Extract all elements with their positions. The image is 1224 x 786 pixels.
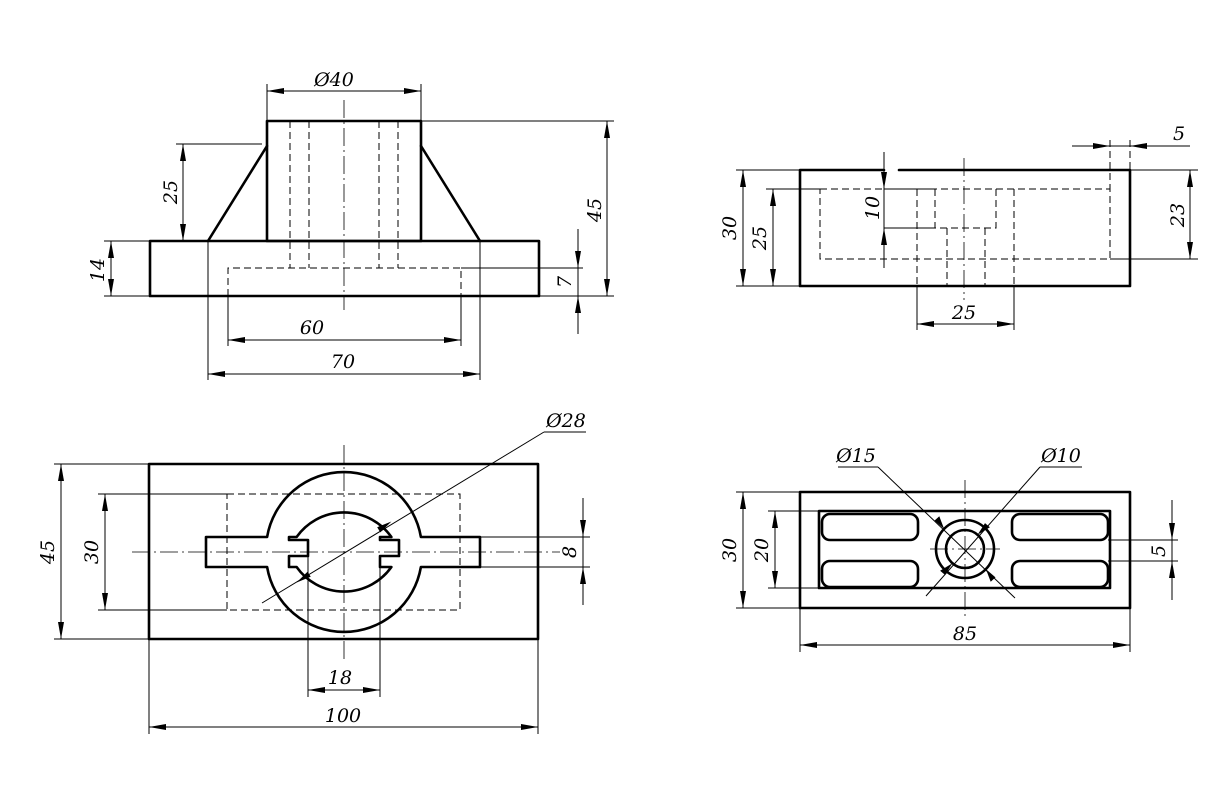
top-dim-h45: 45 [37, 463, 149, 640]
dim-label-side-h23: 23 [1167, 203, 1189, 228]
dim-label-front-h14: 14 [87, 258, 109, 282]
dim-label-bottom-d10: Ø10 [1040, 445, 1081, 467]
bottom-slot [820, 559, 920, 589]
front-dim-w70: 70 [207, 241, 481, 380]
top-dim-w100: 100 [148, 639, 539, 734]
front-dim-h25: 25 [160, 143, 262, 241]
dim-label-front-w70: 70 [331, 351, 355, 373]
bottom-inner-recess [817, 509, 1112, 590]
dim-label-front-h45: 45 [584, 198, 606, 223]
side-dim-h30: 30 [719, 169, 800, 287]
front-dim-h7: 7 [461, 229, 583, 334]
side-dim-w5: 5 [1072, 123, 1190, 149]
top-boss-outline [204, 470, 482, 634]
dim-label-top-h8: 8 [559, 546, 581, 558]
bottom-dim-h20: 20 [751, 510, 819, 589]
dim-label-front-h7: 7 [554, 275, 576, 288]
side-dim-h10: 10 [862, 152, 935, 268]
dim-label-front-d40: Ø40 [313, 69, 354, 91]
dim-label-top-w100: 100 [325, 705, 361, 727]
bottom-dim-d10: Ø10 [925, 445, 1082, 597]
top-base-outline [147, 462, 540, 641]
dim-label-top-w18: 18 [328, 667, 352, 689]
dim-label-side-w25: 25 [951, 302, 976, 324]
top-bore-outline [287, 511, 401, 593]
top-dim-h30: 30 [81, 493, 227, 611]
front-left-rib [206, 144, 269, 243]
side-dim-h23: 23 [1110, 169, 1198, 260]
dim-label-bottom-h5: 5 [1148, 545, 1170, 557]
dim-label-bottom-h30: 30 [719, 538, 741, 562]
front-dim-d40: Ø40 [266, 69, 422, 121]
dim-label-top-d28: Ø28 [545, 410, 586, 432]
side-outline [798, 168, 1132, 288]
dim-label-bottom-w85: 85 [953, 623, 977, 645]
side-hidden-lines [819, 140, 1131, 286]
bottom-slot [1010, 512, 1110, 542]
dim-label-front-w60: 60 [300, 317, 324, 339]
dim-label-side-h30: 30 [719, 216, 741, 240]
bottom-dim-w85: 85 [799, 608, 1131, 652]
side-view: 5 10 30 25 [719, 123, 1198, 330]
bottom-slots [820, 512, 1110, 589]
side-dim-w25: 25 [916, 286, 1015, 330]
front-hidden-lines [227, 121, 462, 296]
dim-label-side-w5: 5 [1173, 123, 1185, 145]
top-dim-d28: Ø28 [261, 410, 586, 604]
bottom-dim-h5: 5 [1108, 500, 1178, 600]
dim-label-top-h30: 30 [81, 540, 103, 564]
dim-label-side-h10: 10 [862, 196, 884, 220]
bottom-slot [820, 512, 920, 542]
front-view: Ø40 25 45 14 [87, 69, 614, 380]
dim-label-side-h25: 25 [749, 226, 771, 251]
front-dim-h45: 45 [421, 120, 614, 297]
dim-label-bottom-d15: Ø15 [835, 445, 876, 467]
top-dim-w18: 18 [307, 556, 381, 697]
bottom-dim-d15: Ø15 [835, 445, 1016, 599]
dim-label-front-h25: 25 [160, 180, 182, 205]
side-dim-h25: 25 [749, 188, 820, 286]
dim-label-bottom-h20: 20 [751, 538, 773, 563]
bottom-view: Ø15 Ø10 30 20 [719, 445, 1178, 652]
front-dim-w60: 60 [227, 296, 462, 346]
bottom-slot [1010, 559, 1110, 589]
top-dim-h8: 8 [480, 498, 590, 605]
front-dim-h14: 14 [87, 240, 150, 297]
dim-label-top-h45: 45 [37, 540, 59, 565]
top-view: Ø28 45 30 8 [37, 410, 590, 734]
bottom-dim-h30: 30 [719, 491, 800, 609]
top-boss [204, 470, 482, 634]
front-right-rib [419, 144, 482, 243]
